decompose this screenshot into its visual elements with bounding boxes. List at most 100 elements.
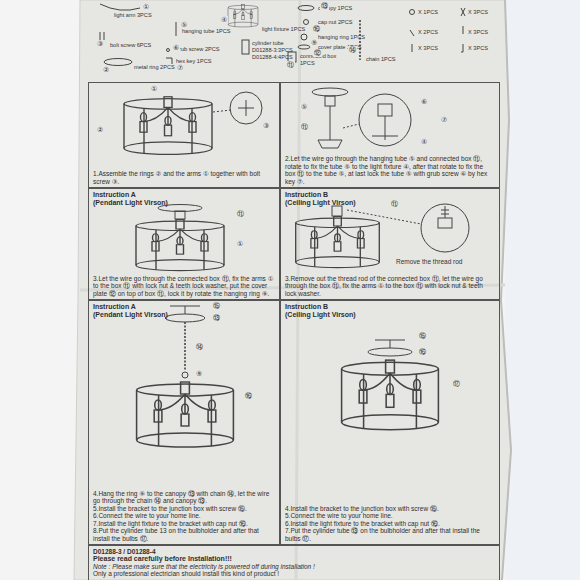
part-label: X 3PCS <box>468 29 488 35</box>
callout-number: ⑪ <box>236 210 245 218</box>
step-panel: Instruction A(Pendant Light Virson)3.Let… <box>88 188 280 300</box>
line-art <box>242 40 249 54</box>
line-art <box>228 5 258 27</box>
callout-number: ⑤ <box>180 21 188 29</box>
line-art <box>124 97 212 155</box>
part-label: metal ring 2PCS <box>134 64 175 70</box>
line-art <box>170 306 200 314</box>
callout-number: ② <box>96 126 104 134</box>
line-art <box>298 6 314 11</box>
callout-number: ① <box>236 240 244 248</box>
step-caption: Note : Please make sure that the electri… <box>93 563 495 570</box>
line-art <box>184 322 186 371</box>
part-label: cylinder tube <box>252 40 284 46</box>
line-art <box>441 210 449 214</box>
callout-number: ⑰ <box>452 380 461 388</box>
step-panel: 1.Assemble the rings ② and the arms ① to… <box>88 82 280 188</box>
callout-number: ⑦ <box>176 64 184 72</box>
callout-number: ③ <box>262 122 270 130</box>
callout-number: ② <box>102 66 110 74</box>
line-art <box>461 44 463 52</box>
line-art <box>332 206 342 216</box>
callout-number: ⑥ <box>420 98 428 106</box>
callout-number: ⑪ <box>300 123 309 131</box>
step3a-illustration <box>136 205 224 271</box>
line-art <box>318 140 342 148</box>
callout-number: ⑤ <box>300 103 308 111</box>
line-art <box>104 32 105 40</box>
step-caption: 2.Let the wire go through the hanging tu… <box>285 155 495 185</box>
part-label: grub screw 2PCS <box>176 46 220 52</box>
step-caption: 3.Remove out the thread rod of the conne… <box>285 275 495 297</box>
paper-crease <box>80 0 505 580</box>
part-label: hanging tube 1PCS <box>182 28 231 34</box>
part-label: X 3PCS <box>418 45 438 51</box>
part-label: cap nut 2PCS <box>318 19 353 25</box>
line-art <box>230 92 262 124</box>
part-label: D01288-3:3PCS <box>252 47 293 53</box>
line-art <box>298 45 310 49</box>
step-caption: 4.Install the bracket to the junction bo… <box>285 505 495 512</box>
step-caption: 6.Connect the wire to your home line. <box>93 512 275 519</box>
line-art <box>104 59 132 66</box>
line-art <box>463 26 464 34</box>
line-art <box>410 10 415 15</box>
line-art <box>182 372 188 378</box>
callout-number: ⑬ <box>320 2 329 10</box>
step1-illustration <box>124 92 262 154</box>
callout-number: ⑭ <box>348 46 357 54</box>
line-art <box>347 210 421 224</box>
line-art <box>175 211 185 219</box>
line-art <box>410 30 414 36</box>
panel-heading: (Ceiling Light Virson) <box>285 311 495 319</box>
line-art <box>100 4 140 10</box>
part-label: X 1PCS <box>418 9 438 15</box>
line-art <box>238 100 254 116</box>
step-caption: 5.Install the bracket to the junction bo… <box>93 505 275 512</box>
part-label: D01288-4:4PCS <box>252 54 293 60</box>
part-label: hanging ring 1PCS <box>318 34 365 40</box>
callout-number: ① <box>142 3 150 11</box>
line-art <box>343 124 359 128</box>
callout-number: ⑯ <box>244 392 253 400</box>
paper-edge <box>501 0 511 580</box>
panel-heading: (Pendant Light Virson) <box>93 199 275 207</box>
line-art <box>342 360 439 430</box>
line-art <box>330 106 331 140</box>
panel-heading: Instruction B <box>285 191 495 199</box>
note-panel: D01288-3 / D01288-4Please read carefully… <box>88 545 500 580</box>
callout-number: ③ <box>96 40 104 48</box>
step-caption: 5.Connect the wire to your home line. <box>285 512 495 519</box>
callout-number: ⑨ <box>310 39 318 47</box>
callout-number: ④ <box>220 16 228 24</box>
line-art <box>421 204 469 252</box>
step-caption: Please read carefully before Installatio… <box>93 555 495 563</box>
step2-illustration <box>312 88 411 148</box>
step3b-illustration <box>296 204 469 268</box>
part-label: X 3PCS <box>468 9 488 15</box>
callout-number: ⑮ <box>418 332 427 340</box>
line-art <box>296 217 380 268</box>
callout-number: ⑪ <box>286 61 295 69</box>
part-label: Remove the thread rod <box>396 258 462 265</box>
line-art <box>167 49 170 52</box>
line-art <box>445 206 446 218</box>
step-caption: 8.Put the cylinder tube 13 on the bulbho… <box>93 527 275 542</box>
line-art <box>461 8 465 16</box>
step-caption: 1.Assemble the rings ② and the arms ① to… <box>93 170 275 185</box>
line-art <box>213 110 231 112</box>
line-art <box>368 348 412 356</box>
panel-heading: (Pendant Light Virson) <box>93 311 275 319</box>
step-caption: 7.Install the light fixture to the brack… <box>93 520 275 527</box>
line-art <box>325 96 335 106</box>
line-art <box>166 58 172 64</box>
line-art <box>176 22 177 36</box>
line-art <box>312 88 348 96</box>
step-panel: Instruction A(Pendant Light Virson)4.Han… <box>88 300 280 545</box>
callout-number: ⑯ <box>312 25 321 33</box>
callout-number: ⑥ <box>172 44 180 52</box>
part-label: X 3PCS <box>468 45 488 51</box>
step-panel: 2.Let the wire go through the hanging tu… <box>280 82 500 188</box>
callout-number: ⑨ <box>195 370 203 378</box>
